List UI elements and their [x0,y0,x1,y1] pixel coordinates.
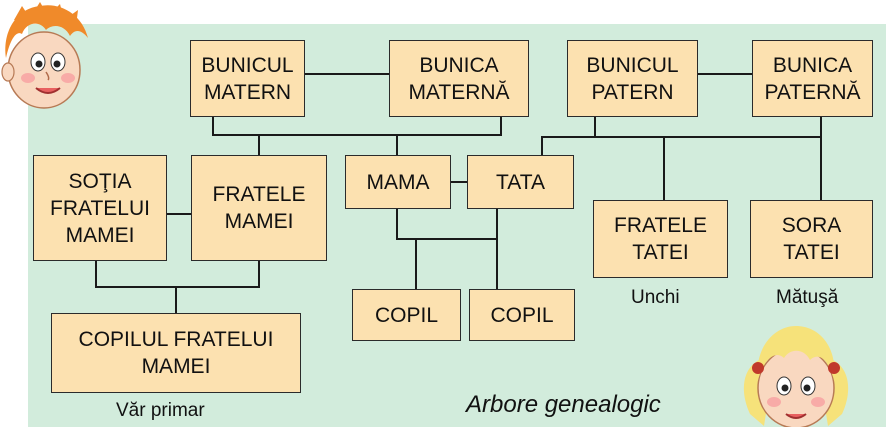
connector [496,209,498,239]
connector [415,238,417,289]
box-copilul-fratelui-mamei: COPILUL FRATELUI MAMEI [51,313,301,393]
diagram-title: Arbore genealogic [466,391,661,418]
box-mama: MAMA [345,155,451,209]
box-bunicul-patern: BUNICUL PATERN [567,40,698,117]
connector [212,117,214,135]
box-fratele-tatei: FRATELE TATEI [593,200,728,278]
girl-face-illustration [743,326,849,427]
box-copil-1: COPIL [352,289,461,341]
connector [396,134,398,155]
connector [258,134,260,155]
connector [820,117,822,137]
connector [541,136,543,156]
connector [396,209,398,239]
paternal-children-line [541,136,822,138]
connector [95,261,97,287]
box-bunica-materna: BUNICA MATERNĂ [389,40,529,117]
boy-face-illustration [1,2,89,109]
caption-unchi: Unchi [631,287,680,308]
marriage-line-paternal-grandparents [697,73,753,75]
box-bunica-paterna: BUNICA PATERNĂ [752,40,873,117]
connector [594,117,596,137]
connector [175,286,177,313]
box-fratele-mamei: FRATELE MAMEI [191,155,327,261]
marriage-line-parents [450,181,468,183]
caption-matusa: Mătuşă [776,287,839,308]
caption-var-primar: Văr primar [116,400,205,421]
parents-children-line [396,238,498,240]
connector [500,117,502,135]
marriage-line-uncle [166,213,192,215]
cousin-line [95,286,260,288]
box-copil-2: COPIL [469,289,575,341]
connector [663,136,665,200]
maternal-children-line [212,134,502,136]
marriage-line-maternal-grandparents [304,73,390,75]
box-sotia-fratelui-mamei: SOŢIA FRATELUI MAMEI [33,155,167,261]
box-bunicul-matern: BUNICUL MATERN [190,40,305,117]
box-tata: TATA [467,155,574,209]
connector [820,136,822,200]
box-sora-tatei: SORA TATEI [750,200,873,278]
connector [258,261,260,287]
connector [496,238,498,289]
